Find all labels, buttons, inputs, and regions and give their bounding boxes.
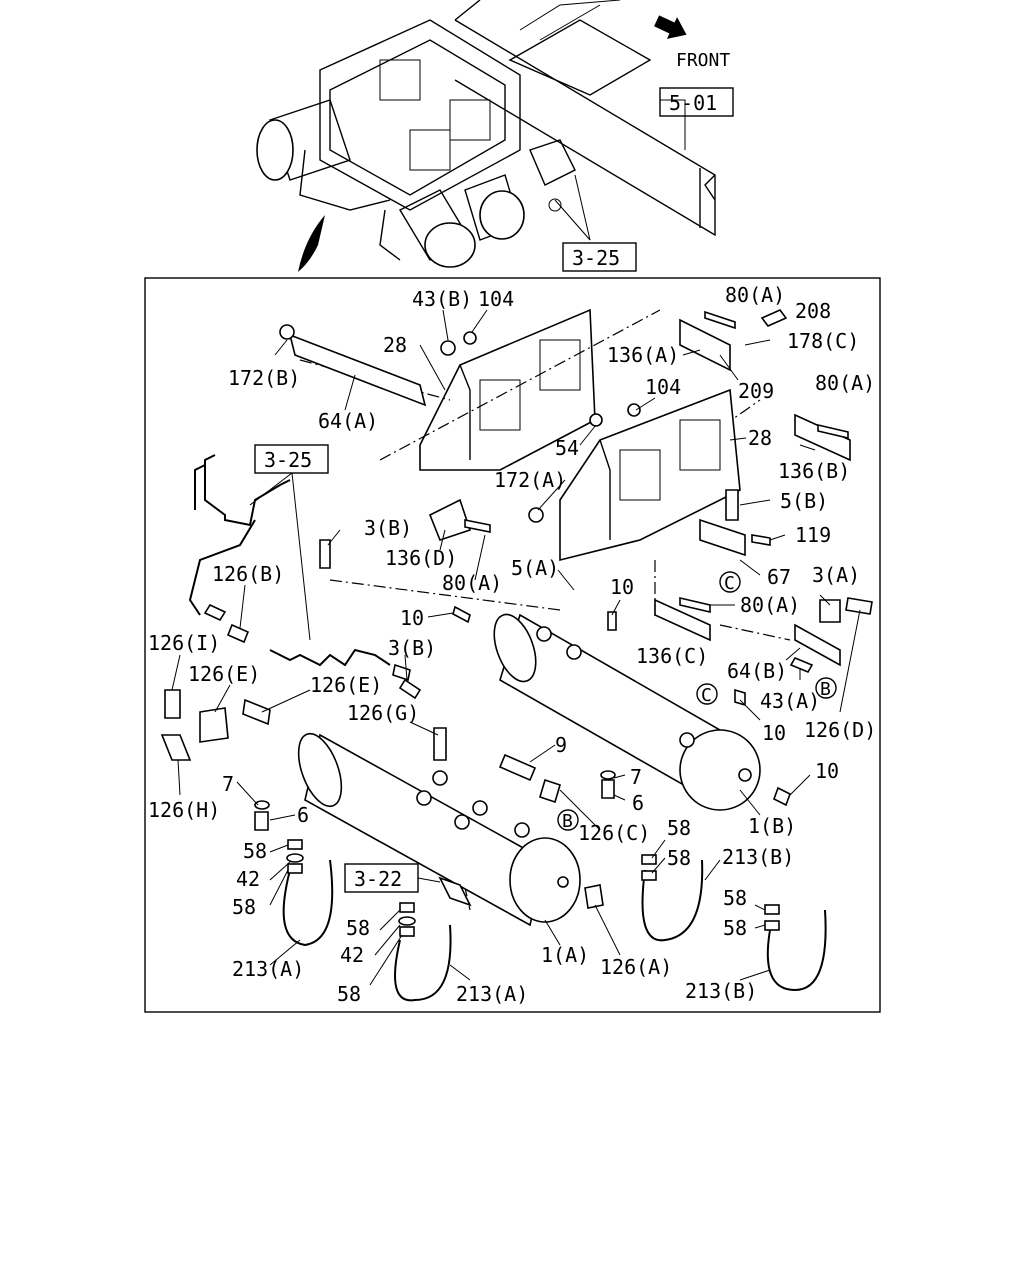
callout-label: 80(A) bbox=[740, 593, 800, 617]
callout-label: 10 bbox=[815, 759, 839, 783]
callout-label: 9 bbox=[555, 733, 567, 757]
callout-label: 58 bbox=[232, 895, 256, 919]
callout-label: 10 bbox=[400, 606, 424, 630]
callout-label: 43(B) bbox=[412, 287, 472, 311]
callout-label: 178(C) bbox=[787, 329, 859, 353]
svg-text:C: C bbox=[701, 685, 712, 706]
callout-labels: 43(B) 104 28 172(B) 64(A) 80(A) 208 136(… bbox=[148, 283, 876, 1006]
ref-3-25-top: 3-25 bbox=[572, 246, 620, 270]
callout-label: 58 bbox=[337, 982, 361, 1006]
callout-label: 126(E) bbox=[188, 662, 260, 686]
callout-label: 126(D) bbox=[804, 718, 876, 742]
callout-label: 54 bbox=[555, 436, 579, 460]
callout-label: 67 bbox=[767, 565, 791, 589]
callout-label: 80(A) bbox=[442, 571, 502, 595]
callout-label: 3(B) bbox=[364, 516, 412, 540]
callout-label: 7 bbox=[630, 765, 642, 789]
marker-c-1: C bbox=[719, 571, 741, 594]
callout-label: 58 bbox=[243, 839, 267, 863]
callout-label: 5(B) bbox=[780, 489, 828, 513]
marker-b-2: B bbox=[557, 809, 579, 832]
u-bolt-213a-mid bbox=[394, 924, 452, 1002]
svg-text:C: C bbox=[724, 573, 735, 594]
callout-label: 208 bbox=[795, 299, 831, 323]
callout-label: 136(B) bbox=[778, 459, 850, 483]
callout-label: 6 bbox=[297, 803, 309, 827]
callout-label: 64(A) bbox=[318, 409, 378, 433]
callout-label: 1(B) bbox=[748, 814, 796, 838]
callout-label: 209 bbox=[738, 379, 774, 403]
front-label: FRONT bbox=[676, 50, 730, 71]
callout-label: 136(D) bbox=[385, 546, 457, 570]
callout-label: 213(B) bbox=[722, 845, 794, 869]
callout-label: 42 bbox=[340, 943, 364, 967]
callout-label: 58 bbox=[723, 916, 747, 940]
callout-label: 42 bbox=[236, 867, 260, 891]
callout-label: 172(A) bbox=[494, 468, 566, 492]
callout-label: 126(C) bbox=[578, 821, 650, 845]
overview-tank-left bbox=[256, 99, 351, 181]
callout-label: 80(A) bbox=[725, 283, 785, 307]
callout-label: 136(A) bbox=[607, 343, 679, 367]
detail-drawing: 3-25 3-22 C C B B bbox=[160, 308, 873, 1002]
callout-label: 64(B) bbox=[727, 659, 787, 683]
ref-3-22: 3-22 bbox=[354, 867, 402, 891]
callout-label: 58 bbox=[346, 916, 370, 940]
marker-b-1: B bbox=[815, 677, 837, 700]
callout-label: 28 bbox=[748, 426, 772, 450]
callout-label: 28 bbox=[383, 333, 407, 357]
callout-label: 58 bbox=[667, 846, 691, 870]
callout-label: 5(A) bbox=[511, 556, 559, 580]
callout-label: 126(I) bbox=[148, 631, 220, 655]
ref-3-25-mid: 3-25 bbox=[264, 448, 312, 472]
svg-text:B: B bbox=[820, 679, 831, 700]
chassis-overview: FRONT 5-01 3-25 bbox=[256, 0, 734, 272]
callout-label: 58 bbox=[667, 816, 691, 840]
tank-1b bbox=[493, 613, 761, 811]
callout-label: 213(A) bbox=[232, 957, 304, 981]
svg-text:B: B bbox=[562, 811, 573, 832]
callout-label: 104 bbox=[478, 287, 514, 311]
callout-label: 172(B) bbox=[228, 366, 300, 390]
callout-label: 3(A) bbox=[812, 563, 860, 587]
callout-label: 3(B) bbox=[388, 636, 436, 660]
callout-label: 213(A) bbox=[456, 982, 528, 1006]
callout-label: 7 bbox=[222, 772, 234, 796]
callout-label: 126(B) bbox=[212, 562, 284, 586]
u-bolt-213a-left bbox=[282, 859, 334, 947]
callout-label: 119 bbox=[795, 523, 831, 547]
overview-tank-mid bbox=[399, 189, 476, 268]
overview-tank-right bbox=[464, 174, 525, 241]
callout-label: 213(B) bbox=[685, 979, 757, 1003]
callout-label: 6 bbox=[632, 791, 644, 815]
callout-label: 104 bbox=[645, 375, 681, 399]
callout-label: 10 bbox=[610, 575, 634, 599]
callout-label: 126(A) bbox=[600, 955, 672, 979]
callout-label: 58 bbox=[723, 886, 747, 910]
detail-frame bbox=[144, 277, 881, 1013]
front-arrow-icon bbox=[654, 15, 687, 39]
tank-1a bbox=[297, 732, 581, 927]
callout-label: 80(A) bbox=[815, 371, 875, 395]
callout-label: 43(A) bbox=[760, 689, 820, 713]
callout-label: 136(C) bbox=[636, 644, 708, 668]
ref-5-01: 5-01 bbox=[669, 91, 717, 115]
callout-label: 1(A) bbox=[541, 943, 589, 967]
u-bolt-213b-mid bbox=[641, 859, 704, 942]
u-bolt-213b-right bbox=[766, 909, 827, 992]
callout-label: 10 bbox=[762, 721, 786, 745]
callout-label: 126(H) bbox=[148, 798, 220, 822]
callout-label: 126(G) bbox=[347, 701, 419, 725]
marker-c-2: C bbox=[696, 683, 718, 706]
callout-label: 126(E) bbox=[310, 673, 382, 697]
